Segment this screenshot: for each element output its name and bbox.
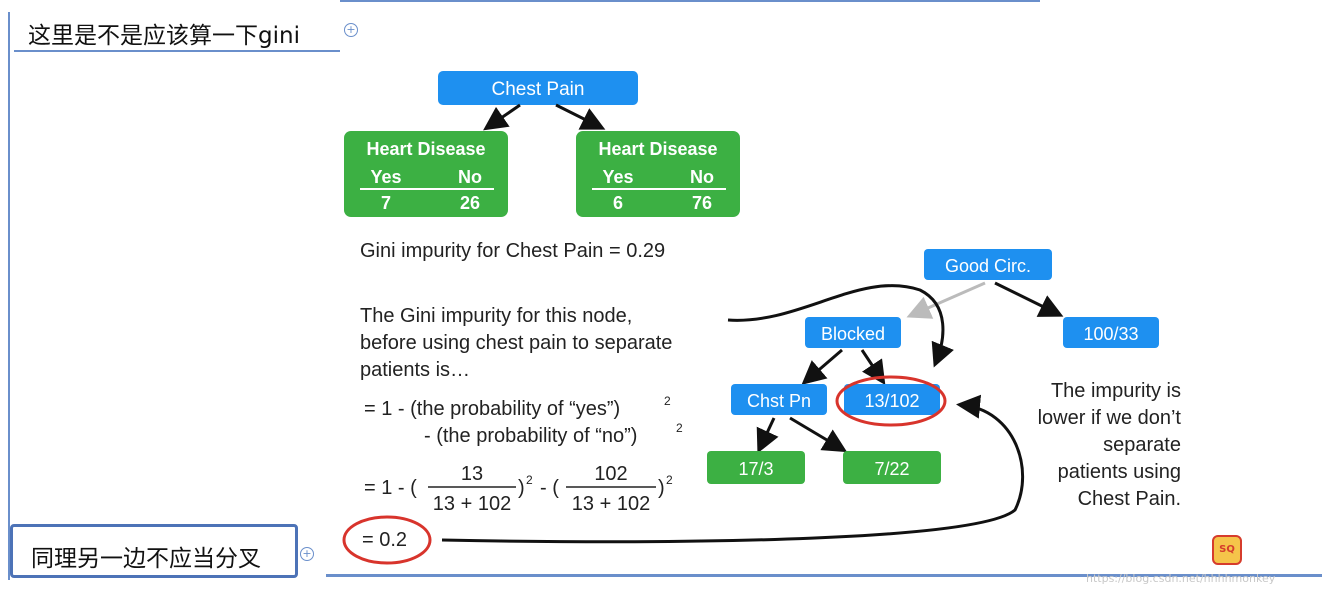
edge-arrow xyxy=(994,281,1064,317)
leaf-title: Heart Disease xyxy=(598,139,717,159)
formula-result: = 0.2 xyxy=(362,529,407,551)
formula-exponent: 2 xyxy=(664,394,671,408)
blocked-leaf-label: 13/102 xyxy=(864,391,919,411)
leaf-highlight-ellipse xyxy=(835,375,947,427)
formula-eq-prefix: = 1 - ( xyxy=(364,477,417,499)
frame-bottom-border xyxy=(326,574,1322,577)
chest-pain-node xyxy=(731,384,827,415)
curved-arrow-to-node xyxy=(727,284,954,368)
heart-disease-leaf-left xyxy=(344,131,508,217)
chest-pain-root-label: Chest Pain xyxy=(492,79,585,100)
right-text-line-2: lower if we don’t xyxy=(1038,407,1182,429)
leaf-a-label: 17/3 xyxy=(738,459,773,479)
good-circ-label: Good Circ. xyxy=(945,256,1031,276)
good-circ-root-node xyxy=(924,249,1052,280)
bottom-annotation-note[interactable]: 同理另一边不应当分叉 xyxy=(10,524,298,578)
chest-pain-root-node xyxy=(438,71,638,105)
right-leaf-label: 100/33 xyxy=(1083,324,1138,344)
leaf-b-node xyxy=(843,451,941,484)
bottom-annotation-text: 同理另一边不应当分叉 xyxy=(31,546,261,572)
leaf-no-value: 76 xyxy=(692,193,712,213)
edge-arrow xyxy=(801,348,843,385)
frame-top-border xyxy=(340,0,1040,2)
formula-close-paren: ) xyxy=(518,477,525,499)
right-text-line-5: Chest Pain. xyxy=(1078,488,1181,510)
blocked-node xyxy=(805,317,901,348)
explanation-line-2: before using chest pain to separate xyxy=(360,332,672,354)
formula-line-1: = 1 - (the probability of “yes”) xyxy=(364,398,620,420)
formula-exponent: 2 xyxy=(666,473,673,487)
fraction-2-numerator: 102 xyxy=(594,463,627,485)
right-leaf-node xyxy=(1063,317,1159,348)
edge-arrow xyxy=(789,416,848,453)
edge-arrow-gray xyxy=(906,281,986,319)
explanation-line-1: The Gini impurity for this node, xyxy=(360,305,632,327)
blocked-label: Blocked xyxy=(821,324,885,344)
edge-arrow xyxy=(483,103,521,131)
edge-arrow xyxy=(756,417,779,454)
gini-chest-pain-text: Gini impurity for Chest Pain = 0.29 xyxy=(360,240,665,262)
leaf-yes-label: Yes xyxy=(370,167,401,187)
formula-exponent: 2 xyxy=(526,473,533,487)
circled-plus-icon[interactable]: + xyxy=(344,23,358,37)
fraction-1-denominator: 13 + 102 xyxy=(433,493,511,515)
edge-arrow xyxy=(555,103,606,130)
top-annotation-text: 这里是不是应该算一下gini xyxy=(28,23,300,49)
fraction-1-numerator: 13 xyxy=(461,463,483,485)
top-annotation-note[interactable]: 这里是不是应该算一下gini xyxy=(14,10,340,52)
right-text-line-3: separate xyxy=(1103,434,1181,456)
leaf-b-label: 7/22 xyxy=(874,459,909,479)
formula-exponent: 2 xyxy=(676,421,683,435)
frame-left-border xyxy=(8,12,10,580)
leaf-no-label: No xyxy=(458,167,482,187)
blocked-leaf-node xyxy=(844,384,940,415)
leaf-no-value: 26 xyxy=(460,193,480,213)
right-text-line-4: patients using xyxy=(1058,461,1181,483)
explanation-line-3: patients is… xyxy=(360,359,470,381)
edge-arrow xyxy=(860,349,886,385)
leaf-title: Heart Disease xyxy=(366,139,485,159)
top-annotation-underline xyxy=(14,50,340,52)
leaf-a-node xyxy=(707,451,805,484)
leaf-yes-value: 7 xyxy=(381,193,391,213)
leaf-yes-value: 6 xyxy=(613,193,623,213)
curved-arrow-from-result xyxy=(441,394,1025,544)
channel-logo: SQ xyxy=(1212,535,1242,565)
fraction-2-denominator: 13 + 102 xyxy=(572,493,650,515)
leaf-yes-label: Yes xyxy=(602,167,633,187)
formula-minus: - ( xyxy=(540,477,559,499)
chest-pain-label: Chst Pn xyxy=(747,391,811,411)
right-text-line-1: The impurity is xyxy=(1051,380,1181,402)
watermark-text: https://blog.csdn.net/hhhhmonkey xyxy=(1086,572,1276,585)
circled-plus-icon[interactable]: + xyxy=(300,547,314,561)
result-highlight-ellipse xyxy=(342,515,432,565)
leaf-no-label: No xyxy=(690,167,714,187)
heart-disease-leaf-right xyxy=(576,131,740,217)
formula-line-2: - (the probability of “no”) xyxy=(424,425,637,447)
formula-close-paren: ) xyxy=(658,477,665,499)
